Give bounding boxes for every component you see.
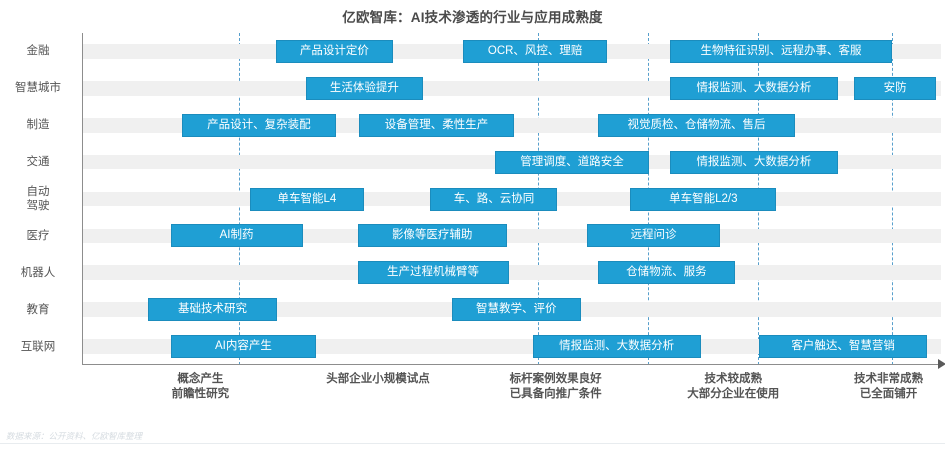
y-axis-label: 金融 bbox=[26, 45, 50, 58]
bar-item[interactable]: 生产过程机械臂等 bbox=[357, 261, 509, 285]
x-axis-stage-label: 头部企业小规模试点 bbox=[326, 373, 430, 385]
bar-item[interactable]: 管理调度、道路安全 bbox=[494, 150, 650, 174]
y-axis-label: 机器人 bbox=[20, 266, 56, 279]
bar-item[interactable]: AI内容产生 bbox=[170, 335, 317, 359]
y-axis-label: 互联网 bbox=[20, 340, 56, 353]
x-axis-stage-label: 技术较成熟 大部分企业在使用 bbox=[687, 373, 780, 400]
x-axis-stage-label: 标杆案例效果良好 已具备向推广条件 bbox=[509, 373, 602, 400]
bar-item[interactable]: 车、路、云协同 bbox=[430, 187, 558, 211]
footer-divider bbox=[0, 443, 945, 444]
bar-item[interactable]: 远程问诊 bbox=[586, 224, 721, 248]
x-axis-arrow-icon bbox=[938, 358, 945, 369]
y-axis-label: 医疗 bbox=[26, 229, 50, 242]
bar-item[interactable]: 仓储物流、服务 bbox=[597, 261, 736, 285]
bar-item[interactable]: 基础技术研究 bbox=[148, 298, 277, 322]
row-band bbox=[83, 265, 941, 281]
x-axis-line bbox=[82, 364, 940, 365]
bar-item[interactable]: 产品设计定价 bbox=[276, 39, 393, 63]
bar-item[interactable]: 生物特征识别、远程办事、客服 bbox=[669, 39, 893, 63]
x-axis-stage-label: 技术非常成熟 已全面铺开 bbox=[854, 373, 924, 400]
y-axis-label: 制造 bbox=[26, 119, 50, 132]
bar-item[interactable]: 情报监测、大数据分析 bbox=[532, 335, 701, 359]
x-axis-stage-label: 概念产生 前瞻性研究 bbox=[171, 373, 230, 400]
y-axis-label: 自动 驾驶 bbox=[26, 186, 50, 212]
bar-item[interactable]: 情报监测、大数据分析 bbox=[669, 150, 839, 174]
chart-title: 亿欧智库：AI技术渗透的行业与应用成熟度 bbox=[342, 10, 603, 25]
y-axis-label: 教育 bbox=[26, 303, 50, 316]
bar-item[interactable]: 安防 bbox=[854, 76, 936, 100]
bar-item[interactable]: 单车智能L2/3 bbox=[630, 187, 777, 211]
bar-item[interactable]: 智慧教学、评价 bbox=[451, 298, 581, 322]
bar-item[interactable]: 客户触达、智慧营销 bbox=[759, 335, 928, 359]
y-axis-label: 交通 bbox=[26, 156, 50, 169]
bar-item[interactable]: 单车智能L4 bbox=[250, 187, 364, 211]
bar-item[interactable]: OCR、风控、理赔 bbox=[463, 39, 608, 63]
y-axis-label: 智慧城市 bbox=[15, 82, 61, 95]
bar-item[interactable]: 设备管理、柔性生产 bbox=[359, 113, 514, 137]
bar-item[interactable]: 影像等医疗辅助 bbox=[357, 224, 507, 248]
bar-item[interactable]: 产品设计、复杂装配 bbox=[181, 113, 337, 137]
bar-item[interactable]: 情报监测、大数据分析 bbox=[669, 76, 839, 100]
bar-item[interactable]: 视觉质检、仓储物流、售后 bbox=[597, 113, 796, 137]
bar-item[interactable]: 生活体验提升 bbox=[306, 76, 423, 100]
bar-item[interactable]: AI制药 bbox=[170, 224, 303, 248]
source-note: 数据来源：公开资料、亿欧智库整理 bbox=[6, 431, 143, 441]
